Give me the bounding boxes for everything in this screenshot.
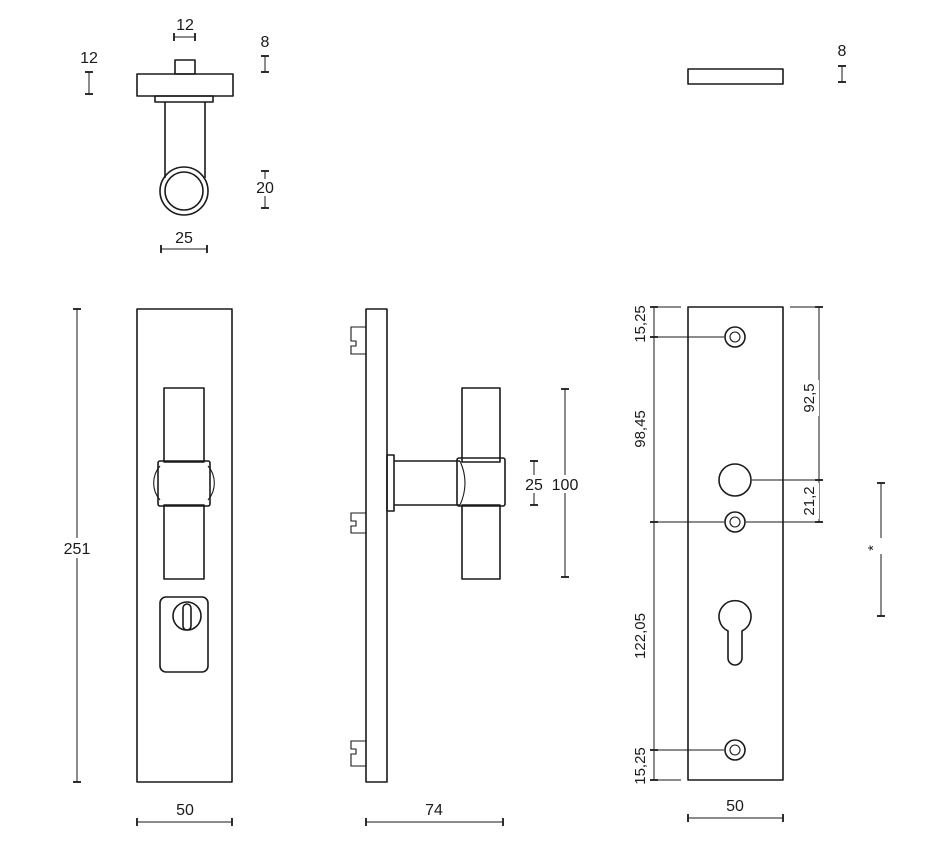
spindle-tip	[174, 59, 196, 75]
dimension-grip-width: 25	[160, 230, 208, 253]
back-screw-middle-outer	[724, 511, 746, 533]
dimension-back-width: 50	[687, 798, 784, 822]
dimension-back-variable: *	[865, 482, 889, 617]
dimension-side-grip-length: 100	[548, 388, 582, 578]
dimension-spindle-width: 12	[173, 17, 196, 41]
label-rose-thickness: 8	[261, 34, 270, 51]
label-front-height: 251	[64, 541, 91, 558]
front-grip-sleeve	[157, 460, 211, 507]
side-clip-bottom	[350, 740, 366, 767]
front-cylinder-cover	[159, 596, 209, 673]
side-grip-sleeve	[456, 457, 506, 507]
label-rose-height: 12	[80, 50, 98, 67]
dimension-side-projection: 74	[365, 802, 504, 826]
front-rose-arcs	[153, 465, 215, 501]
dimension-plate-thickness: 8	[838, 43, 847, 83]
back-screw-bottom-outer	[724, 739, 746, 761]
label-side-grip-length: 100	[552, 477, 579, 494]
front-view: 251 50	[60, 308, 233, 826]
label-side-grip-diameter: 25	[525, 477, 543, 494]
rose-base	[154, 95, 214, 103]
side-clip-top	[350, 326, 366, 355]
dimension-back-left-chain: 15,25 98,45 122,05 15,25	[630, 305, 658, 785]
dimension-front-width: 50	[136, 802, 233, 826]
label-back-variable-marker: *	[865, 545, 882, 551]
back-view: 15,25 98,45 122,05 15,25 92,5 21,2 *	[630, 305, 889, 822]
front-grip-lower	[163, 504, 205, 580]
label-grip-width: 25	[175, 230, 193, 247]
side-clip-middle	[350, 512, 366, 534]
back-screw-top-inner	[729, 331, 741, 343]
front-cylinder-slot	[182, 603, 192, 631]
grip-inner-circle	[164, 171, 204, 211]
back-spindle-hole	[718, 463, 752, 497]
dimension-rose-thickness: 8	[261, 34, 270, 73]
side-grip-lower	[461, 504, 501, 580]
plate-section-outline	[687, 68, 784, 85]
side-neck-curve	[459, 460, 466, 506]
side-plate-outline	[365, 308, 388, 783]
label-back-width: 50	[726, 798, 744, 815]
front-grip-upper	[163, 387, 205, 463]
label-spindle-width: 12	[176, 17, 194, 34]
rose-outline	[136, 73, 234, 97]
grip-outer-circle	[159, 166, 209, 216]
back-plate-outline	[687, 306, 784, 781]
front-cylinder-knob	[172, 601, 202, 631]
back-cylinder-cutout	[718, 599, 752, 666]
dimension-grip-diameter: 20	[255, 170, 275, 209]
top-view: 12 12 8 20 25	[80, 17, 275, 253]
side-grip-upper	[461, 387, 501, 463]
side-view: 25 100 74	[350, 308, 582, 826]
dimension-front-height: 251	[60, 308, 94, 783]
label-back-spindle-distance: 92,5	[801, 383, 818, 412]
back-extension-lines	[651, 306, 822, 781]
side-rose	[386, 454, 395, 512]
back-screw-middle-inner	[729, 516, 741, 528]
dimension-side-grip-diameter: 25	[521, 460, 547, 506]
dimension-rose-height: 12	[80, 50, 98, 95]
label-front-width: 50	[176, 802, 194, 819]
plate-section: 8	[687, 43, 847, 85]
label-back-lower-span: 122,05	[632, 613, 649, 659]
label-back-spindle-offset: 21,2	[801, 486, 818, 515]
label-back-upper-span: 98,45	[632, 410, 649, 448]
label-side-projection: 74	[425, 802, 443, 819]
label-plate-thickness: 8	[838, 43, 847, 60]
back-screw-top-outer	[724, 326, 746, 348]
label-back-top-margin: 15,25	[632, 305, 649, 343]
label-back-bottom-margin: 15,25	[632, 747, 649, 785]
label-grip-diameter: 20	[256, 180, 274, 197]
back-screw-bottom-inner	[729, 744, 741, 756]
front-plate-outline	[136, 308, 233, 783]
dimension-back-right-chain: 92,5 21,2	[801, 306, 823, 523]
